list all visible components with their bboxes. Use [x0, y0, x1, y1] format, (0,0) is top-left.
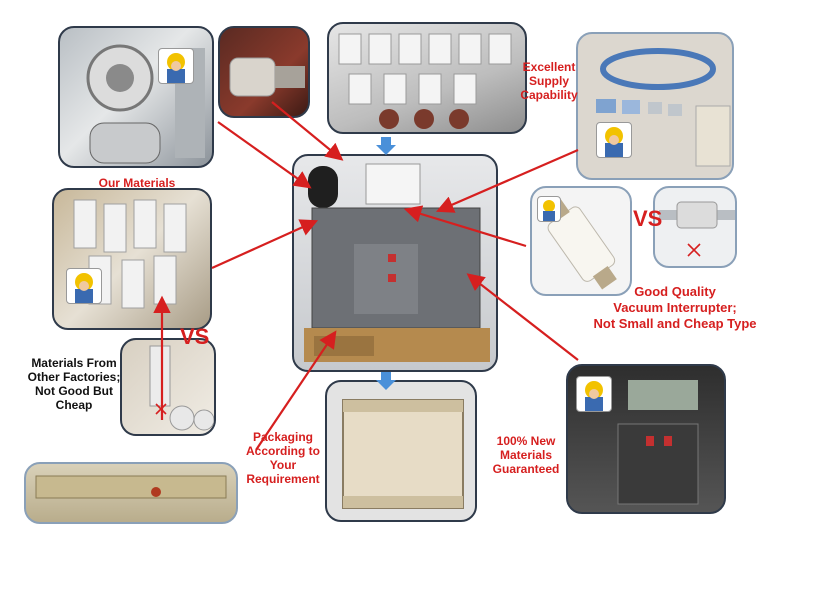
- packaging-label: Packaging According to Your Requirement: [246, 430, 320, 486]
- vacuum-circuit-breaker-photo: [292, 154, 498, 372]
- good-quality-label: Good Quality Vacuum Interrupter; Not Sma…: [593, 284, 757, 331]
- excellent-supply-label: Excellent Supply Capability: [520, 60, 578, 102]
- vs-label-materials: VS: [180, 324, 210, 349]
- other-factory-insulator-illustration: [149, 345, 214, 431]
- insulators-rows-photo: [327, 22, 527, 134]
- our-materials-label: Our Materials: [98, 176, 176, 190]
- contact-part-illustration: [229, 57, 305, 97]
- worker-mascot-icon: [576, 376, 612, 412]
- other-factory-insulator-photo: [120, 338, 216, 436]
- worker-mascot-icon: [537, 196, 561, 222]
- worker-mascot-icon: [158, 48, 194, 84]
- worker-mascot-icon: [596, 122, 632, 158]
- vacuum-circuit-breaker-illustration: [304, 163, 490, 362]
- packaging-crate-illustration: [342, 399, 464, 509]
- accessories-illustration: [596, 48, 731, 167]
- breaker-base-illustration: [35, 475, 227, 499]
- packaging-crate-photo: [325, 380, 477, 522]
- new-materials-label: 100% New Materials Guaranteed: [492, 434, 560, 476]
- accessories-photo: [576, 32, 734, 180]
- contact-part-photo: [218, 26, 310, 118]
- breaker-base-photo: [24, 462, 238, 524]
- breaker-closeup-illustration: [86, 44, 205, 164]
- other-factories-label: Materials From Other Factories; Not Good…: [27, 356, 121, 412]
- cheap-interrupter-photo: [653, 186, 737, 268]
- cheap-interrupter-illustration: [659, 201, 735, 229]
- vs-label-interrupter: VS: [633, 206, 663, 231]
- switchgear-interior-illustration: [617, 380, 699, 505]
- insulators-rows-illustration: [338, 33, 512, 129]
- worker-mascot-icon: [66, 268, 102, 304]
